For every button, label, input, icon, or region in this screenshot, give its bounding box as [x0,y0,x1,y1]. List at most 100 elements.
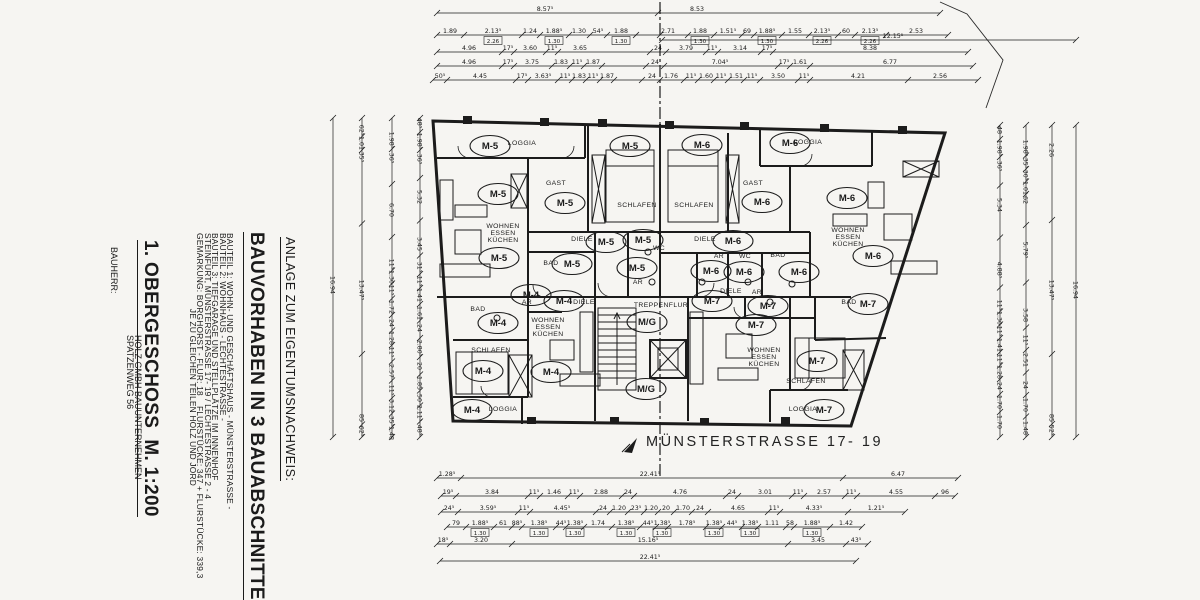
dim-label: 22.41⁵ [640,554,661,561]
dim-label: 1.20 [612,505,626,512]
dim-label: 2.13⁵ [862,28,879,35]
room-label: AR [522,299,532,306]
dim-label: 85 [1048,414,1055,422]
dim-label: 1.98⁵ [388,132,395,149]
dim-label: 24 [1022,381,1029,389]
dim-label: 1.28 [996,365,1003,379]
unit-code: M-5 [598,237,615,248]
dim-label: 1.60 [699,73,713,80]
dim-label: 24 [654,45,662,52]
dim-label: 85 [358,414,365,422]
dim-label: 11⁵ [588,73,599,80]
room-label: ESSEN [535,324,560,331]
dim-sub-label: 1.30 [569,531,582,537]
dim-label: 1.88⁵ [472,520,489,527]
room-label: WOHNEN [747,347,780,354]
unit-oval [530,360,572,384]
dim-label: 2.13⁵ [485,28,502,35]
dim-label: 36⁵ [416,154,423,165]
unit-code: M-7 [704,296,720,307]
unit-code: M-6 [754,197,770,208]
dim-label: 7.04⁵ [712,59,729,66]
dim-label: 1.30 [388,270,395,284]
dim-label: 1.61 [416,306,423,320]
dim-label: 50 [416,394,423,402]
unit-oval [616,256,658,280]
stairs-icon [597,307,637,391]
room-label: WC [653,245,665,252]
dim-label: 35⁵ [358,152,365,163]
dim-label: 44⁵ [556,520,567,527]
dim-label: 4.88⁵ [996,262,1003,279]
dim-sub-label: 1.30 [708,531,721,537]
dim-label: 1.76 [664,73,678,80]
dim-label: 11⁵ [569,489,580,496]
room-label: ESSEN [751,354,776,361]
dim-label: 6.70 [388,203,395,217]
dim-label: 2.71 [661,28,675,35]
dim-label: 1.98⁵ [416,133,423,150]
dim-label: 3.01 [758,489,772,496]
dim-label: 3.63⁵ [535,73,552,80]
dim-label: 1.98⁵ [1022,140,1029,157]
unit-oval [847,292,889,316]
street-label: MÜNSTERSTRASSE 17- 19 [646,434,884,450]
dim-label: 2.57 [817,489,831,496]
dim-label: 1.38⁵ [567,520,584,527]
unit-code: M-4 [490,318,507,329]
dim-sub-label: 1.30 [615,39,628,45]
dim-label: 11⁵ [769,505,780,512]
room-label: AR [752,289,762,296]
dim-label: 3.75 [525,59,539,66]
dim-label: 36⁵ [388,153,395,164]
dim-label: 2.57 [388,364,395,378]
dim-label: 1.88⁵ [804,520,821,527]
room-label: BAD [470,306,485,313]
dim-label: 1.38⁵ [742,520,759,527]
dim-label: 1.51 [729,73,743,80]
dim-label: 1.48 [1022,421,1029,435]
dim-label: 1.38⁵ [654,520,671,527]
unit-oval [469,134,511,158]
dim-label: 4.96 [462,59,476,66]
dim-label: 17⁵ [503,59,514,66]
dim-label: 1.01 [358,136,365,150]
dim-sub-label: 1.30 [533,531,546,537]
dim-sub-label: 2.26 [864,39,877,45]
unit-code: M-7 [816,405,832,416]
room-label: TREPPENFLUR [634,302,688,309]
room-label: LOGGIA [794,139,823,146]
dim-label: 3.59⁵ [480,505,497,512]
dim-label: 11⁵ [996,326,1003,337]
dim-label: 1.38⁵ [706,520,723,527]
dim-sub-label: 1.30 [694,39,707,45]
dim-label: 1.38⁵ [618,520,635,527]
dim-label: 1.70 [676,505,690,512]
dim-label: 48⁵ [416,425,423,436]
dim-label: 11⁵ [416,276,423,287]
unit-code: M/G [637,384,655,395]
unit-oval [690,259,732,283]
dim-label: 2.11⁵ [416,405,423,422]
dim-label: 3.45 [811,537,825,544]
dim-label: 8.57⁵ [537,6,554,13]
room-label: WC [739,253,751,260]
unit-code: M-4 [556,296,573,307]
unit-code: M-6 [736,267,752,278]
dim-label: 16.94 [329,276,336,294]
unit-code: M-4 [464,405,481,416]
dim-label: 88⁵ [512,520,523,527]
room-label: SCHLAFEN [617,202,656,209]
dim-label: 79 [452,520,460,527]
dim-label: 3.65 [573,45,587,52]
room-label: GAST [743,180,763,187]
dim-label: 4.65 [731,505,745,512]
dim-label: 5.79⁵ [1022,242,1029,259]
dim-label: 11⁵ [560,73,571,80]
elevator-icon [649,339,687,379]
dim-label: 20 [662,505,670,512]
dim-label: 8.38 [863,45,877,52]
dim-label: 4.21 [851,73,865,80]
dim-label: 11⁵ [388,259,395,270]
dim-label: 62 [1022,196,1029,204]
